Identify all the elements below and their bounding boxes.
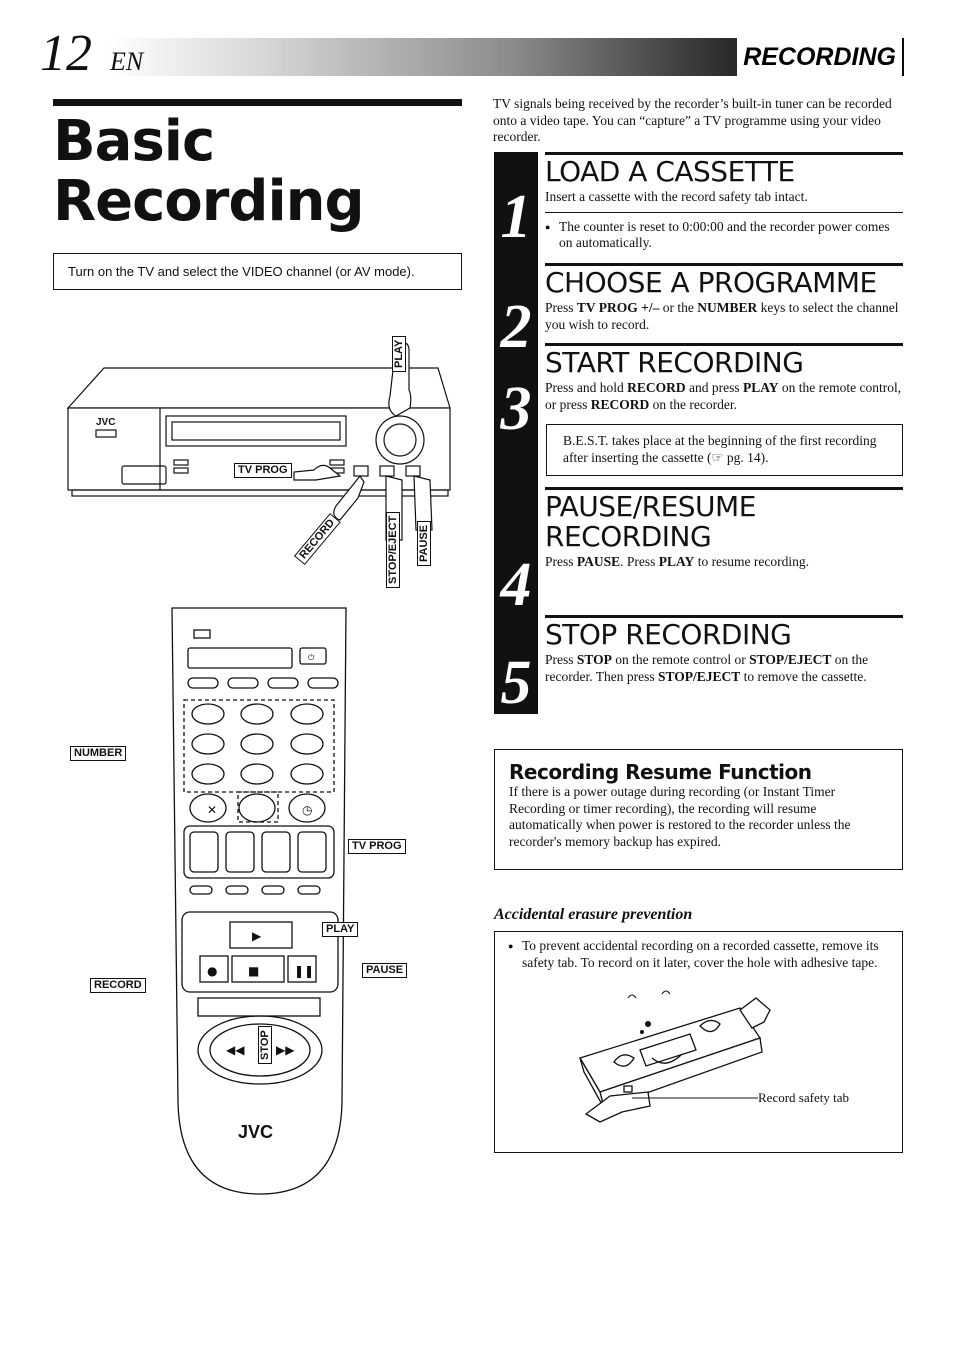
step-1: LOAD A CASSETTE Insert a cassette with t… — [545, 152, 903, 252]
step-3-heading: START RECORDING — [545, 346, 804, 379]
remote-rewind-icon: ◀◀ — [226, 1043, 245, 1057]
step-5-heading: STOP RECORDING — [545, 618, 792, 651]
accidental-erasure-title: Accidental erasure prevention — [494, 906, 693, 923]
step-1-text: Insert a cassette with the record safety… — [545, 189, 808, 204]
language-code: EN — [110, 47, 144, 76]
step-rule — [545, 615, 903, 618]
section-title: RECORDING — [737, 38, 902, 76]
step-3-number: 3 — [500, 375, 532, 443]
remote-record-label: RECORD — [90, 978, 146, 993]
step-1-bullet: The counter is reset to 0:00:00 and the … — [545, 219, 903, 252]
step-1-number: 1 — [500, 183, 532, 251]
resume-function-text: If there is a power outage during record… — [509, 784, 851, 849]
resume-function-box: Recording Resume Function If there is a … — [494, 749, 903, 870]
cassette-character-icon — [579, 990, 771, 1123]
best-note: B.E.S.T. takes place at the beginning of… — [546, 424, 903, 476]
step-5-number: 5 — [500, 649, 532, 717]
step-4-number: 4 — [500, 551, 532, 619]
title-rule — [53, 99, 462, 106]
remote-illustration: ▶ ■ ❚❚ ● ◀◀ ▶▶ ✕ ◷ ⏻ JVC — [171, 607, 347, 1195]
page-title-line1: Basic — [53, 109, 215, 174]
step-2: CHOOSE A PROGRAMME Press TV PROG +/– or … — [545, 263, 903, 333]
remote-cancel-icon: ✕ — [207, 803, 217, 817]
remote-record-icon: ● — [207, 964, 217, 978]
step-4-text: Press PAUSE. Press PLAY to resume record… — [545, 554, 810, 569]
step-1-heading: LOAD A CASSETTE — [545, 155, 795, 188]
step-2-number: 2 — [500, 293, 532, 361]
step-2-heading: CHOOSE A PROGRAMME — [545, 266, 877, 299]
remote-power-icon: ⏻ — [308, 653, 315, 662]
vcr-play-label: PLAY — [392, 335, 406, 372]
remote-pause-label: PAUSE — [362, 963, 408, 978]
step-rule — [545, 343, 903, 346]
step-3: START RECORDING Press and hold RECORD an… — [545, 343, 903, 413]
vcr-stop-eject-label: STOP/EJECT — [386, 511, 400, 588]
intro-text: TV signals being received by the recorde… — [493, 96, 892, 144]
setup-note: Turn on the TV and select the VIDEO chan… — [53, 253, 462, 290]
safety-tab-label: Record safety tab — [758, 1090, 849, 1105]
vcr-pause-label: PAUSE — [417, 520, 431, 566]
step-divider — [545, 211, 903, 213]
step-2-text: Press TV PROG +/– or the NUMBER keys to … — [545, 300, 899, 332]
step-rule — [545, 152, 903, 155]
remote-stop-label: STOP — [258, 1026, 272, 1064]
step-3-text: Press and hold RECORD and press PLAY on … — [545, 380, 902, 412]
step-5-text: Press STOP on the remote control or STOP… — [545, 652, 869, 684]
remote-pause-icon: ❚❚ — [294, 964, 314, 978]
remote-play-label: PLAY — [322, 922, 359, 937]
step-number-bar: 1 2 3 4 5 — [494, 152, 538, 714]
remote-brand-logo: JVC — [238, 1122, 273, 1142]
remote-timer-icon: ◷ — [302, 803, 313, 817]
page-title-line2: Recording — [53, 169, 365, 234]
accidental-erasure-text: To prevent accidental recording on a rec… — [508, 938, 893, 971]
remote-number-label: NUMBER — [70, 746, 127, 761]
step-rule — [545, 487, 903, 490]
remote-stop-icon: ■ — [248, 964, 259, 978]
page-number: 12 — [40, 25, 92, 82]
accidental-erasure-box — [494, 931, 903, 1153]
resume-function-title: Recording Resume Function — [509, 760, 812, 784]
step-rule — [545, 263, 903, 266]
page-title: Basic Recording — [53, 109, 365, 234]
remote-tv-prog-label: TV PROG — [348, 839, 406, 854]
remote-play-icon: ▶ — [252, 929, 262, 943]
remote-ff-icon: ▶▶ — [276, 1043, 295, 1057]
step-5: STOP RECORDING Press STOP on the remote … — [545, 615, 903, 685]
vcr-brand-logo: JVC — [96, 417, 115, 428]
vcr-tv-prog-label: TV PROG — [234, 463, 292, 478]
